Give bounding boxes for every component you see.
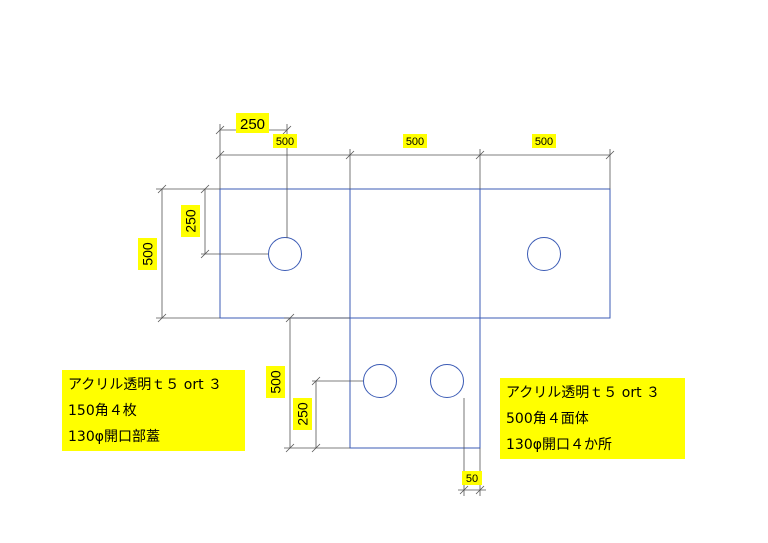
dim-label-left-offset: 250	[183, 209, 199, 233]
note-left-line2: 150角４枚	[68, 403, 137, 419]
panel-top-right	[479, 188, 611, 319]
note-right-line3: 130φ開口４か所	[506, 437, 612, 453]
opening-top-left	[268, 237, 302, 271]
panel-top-left	[219, 188, 351, 319]
note-right-line1: アクリル透明ｔ５ ort ３	[506, 385, 661, 401]
note-left: アクリル透明ｔ５ ort ３ 150角４枚 130φ開口部蓋	[62, 370, 245, 451]
note-right-line2: 500角４面体	[506, 411, 589, 427]
dimension-labels: 250 500 500 500 500 250 500 250 50	[138, 113, 556, 485]
note-left-line1: アクリル透明ｔ５ ort ３	[68, 377, 223, 393]
dim-label-top-offset: 250	[240, 116, 265, 133]
panel-bottom	[349, 317, 481, 449]
note-right: アクリル透明ｔ５ ort ３ 500角４面体 130φ開口４か所	[500, 378, 685, 459]
note-left-line3: 130φ開口部蓋	[68, 429, 160, 445]
dim-label-top-span-2: 500	[406, 136, 424, 148]
dim-label-top-span-1: 500	[276, 136, 294, 148]
opening-bottom-left	[363, 364, 397, 398]
panel-top-middle	[349, 188, 481, 319]
dim-label-top-span-3: 500	[535, 136, 553, 148]
dim-label-lower-height: 500	[268, 370, 284, 394]
dim-label-left-height: 500	[140, 242, 156, 266]
dim-label-lower-gap: 50	[466, 473, 478, 485]
opening-top-right	[527, 237, 561, 271]
dim-label-lower-offset: 250	[295, 402, 311, 426]
opening-bottom-right	[430, 364, 464, 398]
